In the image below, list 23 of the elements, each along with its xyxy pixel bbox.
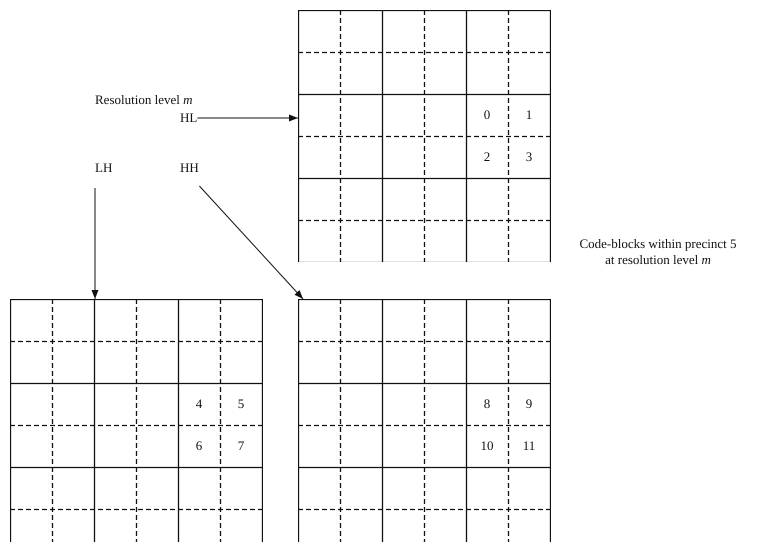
code-block-number: 8	[482, 396, 492, 412]
arrow	[196, 114, 298, 122]
subband-label: HL	[180, 110, 198, 126]
code-block-number: 0	[482, 107, 492, 123]
arrow	[198, 186, 304, 300]
code-block-number: 3	[524, 149, 534, 165]
subband-label: HH	[180, 160, 199, 176]
code-block-number: 2	[482, 149, 492, 165]
arrow	[92, 188, 98, 300]
code-block-number: 1	[524, 107, 534, 123]
heading-text: Resolution level m	[95, 92, 194, 108]
code-block-grid	[10, 299, 263, 542]
code-block-number: 7	[236, 438, 246, 454]
code-block-number: 10	[480, 438, 494, 454]
code-block-number: 6	[194, 438, 204, 454]
code-block-grid	[298, 10, 551, 262]
code-block-number: 5	[236, 396, 246, 412]
code-block-number: 11	[522, 438, 536, 454]
code-block-number: 9	[524, 396, 534, 412]
caption-text: Code-blocks within precinct 5 at resolution level m	[578, 236, 738, 268]
code-block-number: 4	[194, 396, 204, 412]
code-block-grid	[298, 299, 551, 542]
subband-label: LH	[95, 160, 112, 176]
